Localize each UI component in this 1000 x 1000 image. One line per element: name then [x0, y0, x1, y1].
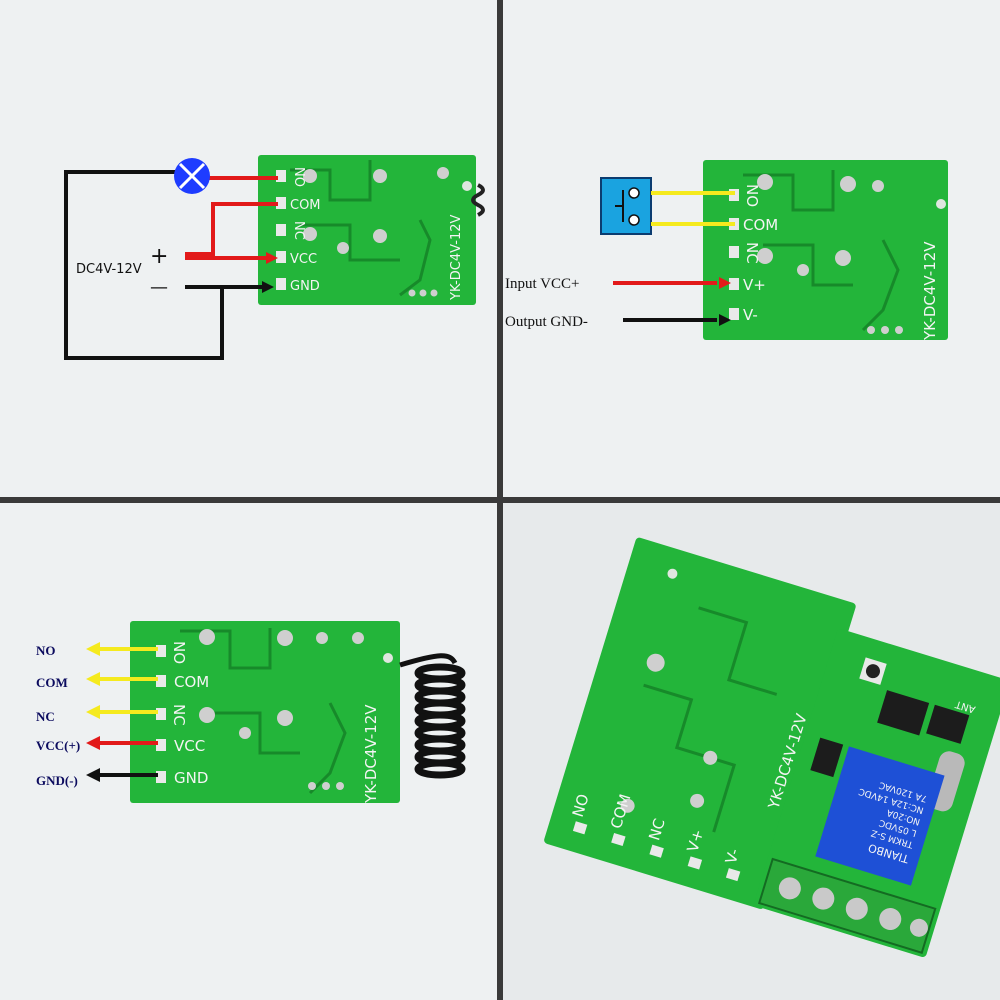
back-pin-no: NO [569, 792, 593, 819]
panel-bulb-wiring: NO COM NC VCC GND YK-DC4V-12V DC4V-12V +… [0, 0, 497, 497]
label-gnd: GND(-) [36, 773, 78, 788]
panel-board-photo: NO COM NC V+ V- YK-DC4V-12V TIANBO TRKM … [503, 503, 1000, 1000]
board-model-label: YK-DC4V-12V [449, 214, 464, 301]
label-nc: NC [36, 709, 55, 724]
pin-label-nc: NC [743, 242, 761, 264]
panel-switch-wiring: NO COM NC V+ V- YK-DC4V-12V Input VCC+ O… [503, 0, 1000, 497]
arrow-no [86, 642, 100, 656]
pcb-board: NO COM NC VCC GND YK-DC4V-12V [258, 155, 476, 305]
output-gnd-label: Output GND- [505, 314, 588, 330]
antenna [471, 183, 485, 217]
pin-label-vplus: V+ [743, 276, 766, 294]
pin-label-gnd: GND [174, 769, 208, 787]
pin-label-vcc: VCC [174, 737, 205, 755]
panel-pin-labels-figure: NO COM NC VCC GND YK-DC4V-12V [0, 503, 497, 1000]
screw-terminal [757, 857, 937, 954]
input-vcc-label: Input VCC+ [505, 276, 579, 292]
pcb-board: NO COM NC VCC GND YK-DC4V-12V [130, 621, 400, 804]
pin-label-com: COM [290, 198, 321, 213]
panel-bulb-wiring-figure: NO COM NC VCC GND YK-DC4V-12V DC4V-12V +… [0, 0, 497, 497]
relay-icon [815, 746, 945, 886]
coiled-antenna [399, 653, 466, 779]
label-vcc: VCC(+) [36, 738, 80, 753]
arrow-com [86, 672, 100, 686]
pin-label-no: NO [743, 184, 761, 207]
pin-label-com: COM [743, 216, 778, 234]
chip-icon [877, 690, 930, 736]
back-pin-vplus: V+ [683, 827, 707, 854]
panel-switch-wiring-figure: NO COM NC V+ V- YK-DC4V-12V Input VCC+ O… [503, 0, 1000, 497]
switch-icon [600, 177, 652, 235]
pin-label-vminus: V- [743, 306, 758, 324]
arrow-gnd [86, 768, 100, 782]
pin-label-nc: NC [170, 704, 188, 726]
back-pin-nc: NC [645, 817, 669, 843]
pin-label-no: NO [291, 167, 306, 187]
pin-label-no: NO [170, 641, 188, 664]
back-pin-vminus: V- [722, 847, 744, 866]
arrow-vcc [86, 736, 100, 750]
bulb-icon [174, 158, 210, 194]
label-no: NO [36, 643, 56, 658]
arrow-nc [86, 705, 100, 719]
red-wire-com [185, 202, 278, 256]
pin-label-nc: NC [291, 221, 306, 240]
supply-label: DC4V-12V [76, 262, 142, 277]
panel-pin-labels: NO COM NC VCC GND YK-DC4V-12V [0, 503, 497, 1000]
board-model-label: YK-DC4V-12V [921, 241, 939, 341]
pin-label-com: COM [174, 673, 209, 691]
minus-sign: — [150, 277, 168, 298]
pcb-board: NO COM NC V+ V- YK-DC4V-12V [703, 160, 948, 341]
pin-label-vcc: VCC [290, 252, 317, 267]
pin-label-gnd: GND [290, 279, 320, 294]
panel-board-photo-figure: NO COM NC V+ V- YK-DC4V-12V TIANBO TRKM … [503, 503, 1000, 1000]
board-model-label: YK-DC4V-12V [362, 704, 380, 804]
plus-sign: + [150, 244, 168, 269]
pcb-board-front: TIANBO TRKM S-Z L 05VDC NO:20A NC:12A 14… [754, 629, 1000, 958]
label-com: COM [36, 675, 68, 690]
